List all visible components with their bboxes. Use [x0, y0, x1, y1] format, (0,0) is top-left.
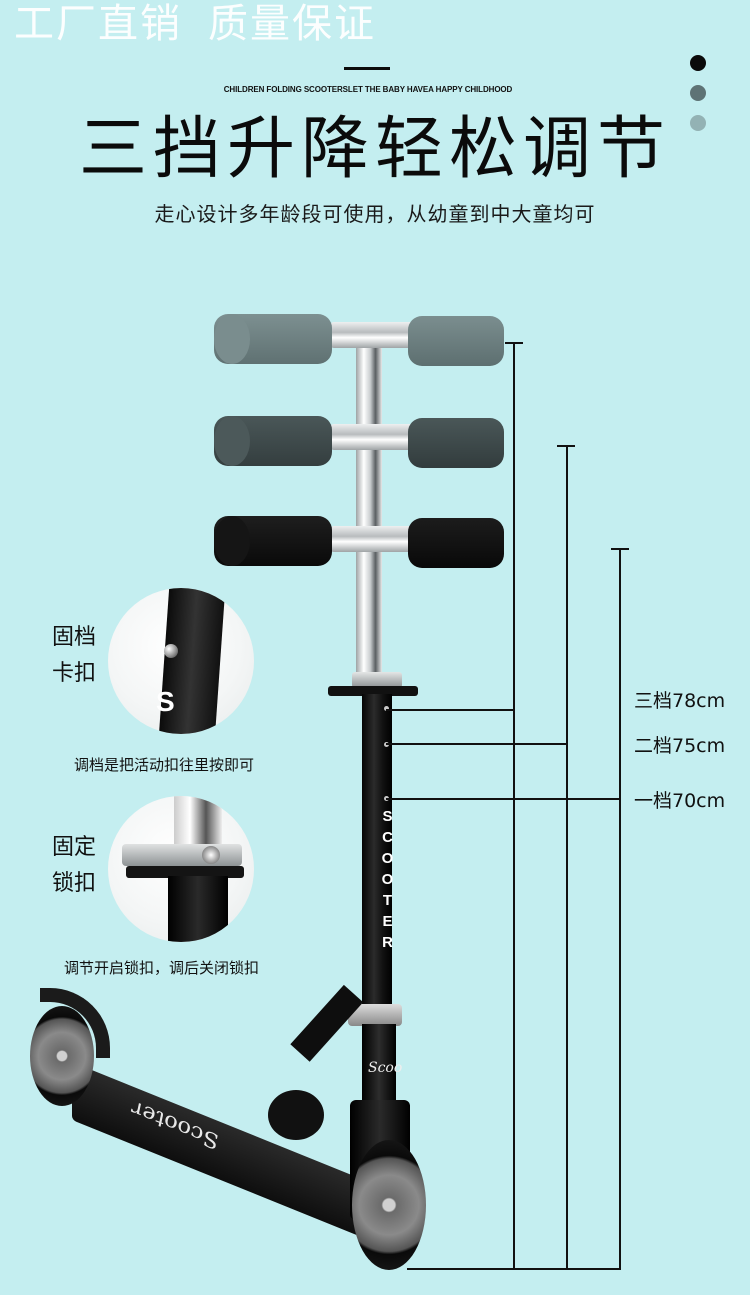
inset-1-label: 固档 卡扣	[52, 625, 97, 686]
page-dot-3[interactable]	[690, 115, 706, 131]
inset-2-caption: 调节开启锁扣，调后关闭锁扣	[64, 959, 260, 977]
grip-left-low	[214, 516, 332, 566]
measure-line-78	[513, 342, 515, 1269]
inset-1-caption: 调档是把活动扣往里按即可	[74, 756, 255, 774]
height-label-gear-3: 三档78cm	[634, 690, 726, 712]
inset-gear-latch: S	[108, 588, 254, 734]
crossbar-high	[330, 322, 416, 348]
measure-line-70	[619, 548, 621, 1269]
measure-tick-75	[386, 743, 567, 745]
inset-lock-clamp	[108, 796, 254, 942]
front-wheel	[352, 1140, 426, 1270]
banner-factory-direct: 工厂直销	[14, 1, 182, 47]
height-clamp-ring[interactable]	[352, 672, 402, 688]
page-dot-1[interactable]	[690, 55, 706, 71]
stem-scooter-text: SCOOTER	[379, 808, 396, 955]
clamp-bolt-icon	[202, 846, 220, 864]
grip-left-high	[214, 314, 332, 364]
crossbar-low	[330, 526, 416, 552]
height-hole-3	[384, 706, 389, 711]
ground-line	[407, 1268, 621, 1270]
foot-deck: Scooter	[72, 1062, 372, 1242]
page-subtitle: 走心设计多年龄段可使用，从幼童到中大童均可	[154, 202, 596, 226]
rear-wheel	[30, 1006, 94, 1106]
crossbar-mid	[330, 424, 416, 450]
page-indicator	[690, 55, 710, 145]
fold-collar	[348, 1004, 402, 1026]
height-clamp-collar[interactable]	[328, 686, 418, 696]
height-label-gear-2: 二档75cm	[634, 735, 726, 757]
measure-tick-78	[386, 709, 514, 711]
latch-pin-icon	[164, 644, 178, 658]
inset-2-label: 固定 锁扣	[52, 835, 97, 896]
grip-right-mid	[408, 418, 504, 468]
folding-hinge[interactable]	[268, 1090, 324, 1140]
promo-banner: 工厂直销质量保证	[14, 0, 402, 48]
grip-right-low	[408, 518, 504, 568]
grip-left-mid	[214, 416, 332, 466]
height-label-gear-1: 一档70cm	[634, 790, 726, 812]
chrome-stem	[356, 330, 382, 680]
lock-clamp-icon	[122, 844, 242, 866]
measure-tick-70	[386, 798, 620, 800]
measure-line-75	[566, 445, 568, 1269]
accent-bar	[344, 67, 390, 70]
height-hole-2	[384, 742, 389, 747]
page-dot-2[interactable]	[690, 85, 706, 101]
grip-right-high	[408, 316, 504, 366]
page-title: 三挡升降轻松调节	[78, 110, 671, 189]
head-tube: Scoo	[362, 1024, 402, 1114]
english-tagline: CHILDREN FOLDING SCOOTERSLET THE BABY HA…	[223, 85, 513, 94]
banner-quality-guarantee: 质量保证	[208, 1, 376, 47]
